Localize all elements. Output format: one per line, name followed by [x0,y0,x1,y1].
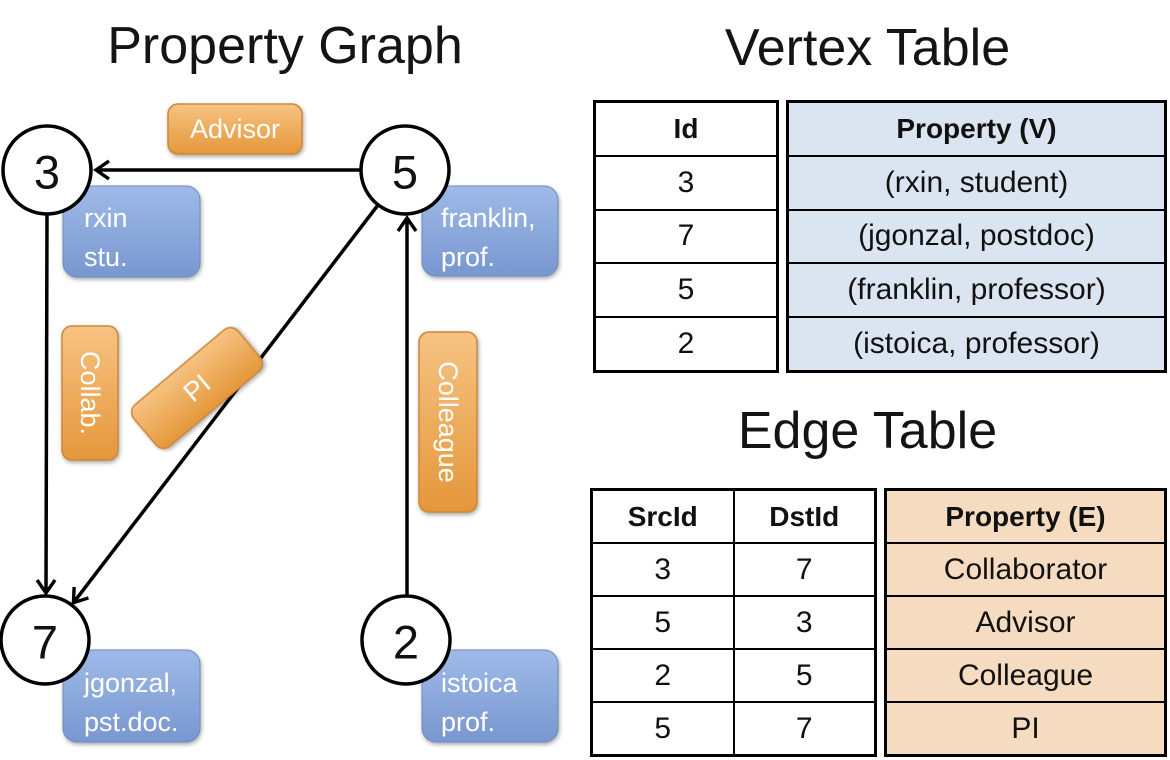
edge-table-cell-dstid: 3 [734,595,874,648]
vertex-property-line: jgonzal, [83,668,177,698]
vertex-table-cell-property: (rxin, student) [789,154,1164,209]
vertex-table-header-property: Property (V) [789,103,1164,155]
vertex-property-box-jgonzal: jgonzal, pst.doc. [62,649,201,743]
edge-pi-5-to-7 [71,203,380,606]
edge-table-cell-dstid: 5 [734,648,874,701]
node-id-label: 7 [32,616,58,669]
edge-table-cell-property: Advisor [887,595,1164,648]
vertex-property-box-rxin: rxin stu. [62,185,201,278]
edge-table-header-srcid: SrcId [627,500,698,532]
edge-table-cell-dstid: 7 [734,542,874,595]
vertex-table-cell-property: (istoica, professor) [789,316,1164,370]
vertex-table-id-column: Id 3 7 5 2 [593,100,779,373]
edge-label-pi: PI [130,326,264,450]
vertex-property-line: prof. [441,242,495,272]
vertex-table-cell-property: (jgonzal, postdoc) [789,208,1164,263]
edge-label-collab: Collab. [61,325,119,461]
graph-node-3: 3 [1,124,93,216]
edge-table-property-column: Property (E) Collaborator Advisor Collea… [884,488,1167,757]
graph-node-5: 5 [359,124,451,216]
vertex-table-cell-id: 3 [596,154,776,209]
vertex-table-cell-id: 7 [596,208,776,263]
edge-table-srcid-column: SrcId 3 5 2 5 [593,491,735,754]
edge-table-cell-srcid: 5 [593,701,733,754]
edge-table-cell-property: Colleague [887,648,1164,701]
edge-label-text: Advisor [190,114,280,144]
edge-label-text: Colleague [433,361,463,483]
node-id-label: 2 [393,616,419,669]
edge-label-text: Collab. [75,351,105,435]
vertex-table-cell-id: 2 [596,316,776,370]
vertex-table-cell-property: (franklin, professor) [789,262,1164,317]
node-id-label: 5 [392,146,418,199]
edge-table: SrcId 3 5 2 5 DstId 7 3 5 7 Property (E)… [590,488,1167,757]
vertex-table-header-id: Id [673,112,699,144]
edge-table-cell-srcid: 2 [593,648,733,701]
node-id-label: 3 [34,146,60,199]
vertex-table-property-column: Property (V) (rxin, student) (jgonzal, p… [786,100,1167,373]
vertex-property-line: franklin, [441,203,536,233]
vertex-table-title: Vertex Table [724,19,1011,77]
edge-label-advisor: Advisor [167,103,303,155]
vertex-property-line: istoica [441,668,519,698]
property-graph-diagram: rxin stu. franklin, prof. jgonzal, pst.d… [0,103,559,743]
vertex-property-box-istoica: istoica prof. [421,649,559,743]
vertex-property-line: rxin [84,203,128,233]
edge-collab-3-to-7 [35,213,57,596]
edge-table-header-dstid: DstId [769,500,840,532]
edge-label-colleague: Colleague [418,331,478,513]
edge-table-header-property: Property (E) [887,491,1164,542]
property-graph-title: Property Graph [107,17,463,75]
edge-table-cell-srcid: 3 [593,542,733,595]
edge-table-ids-columns: SrcId 3 5 2 5 DstId 7 3 5 7 [590,488,877,757]
vertex-table-cell-id: 5 [596,262,776,316]
vertex-table: Id 3 7 5 2 Property (V) (rxin, student) … [593,100,1167,373]
edge-table-dstid-column: DstId 7 3 5 7 [734,491,874,754]
vertex-property-box-franklin: franklin, prof. [421,185,559,277]
graph-node-2: 2 [360,594,452,686]
edge-table-cell-property: PI [887,701,1164,754]
edge-table-title: Edge Table [737,402,998,460]
vertex-property-line: stu. [84,242,128,272]
edge-table-cell-property: Collaborator [887,542,1164,595]
vertex-property-line: prof. [441,707,495,737]
vertex-property-line: pst.doc. [84,707,179,737]
edge-table-cell-dstid: 7 [734,701,874,754]
edge-table-cell-srcid: 5 [593,595,733,648]
graph-node-7: 7 [0,594,91,686]
